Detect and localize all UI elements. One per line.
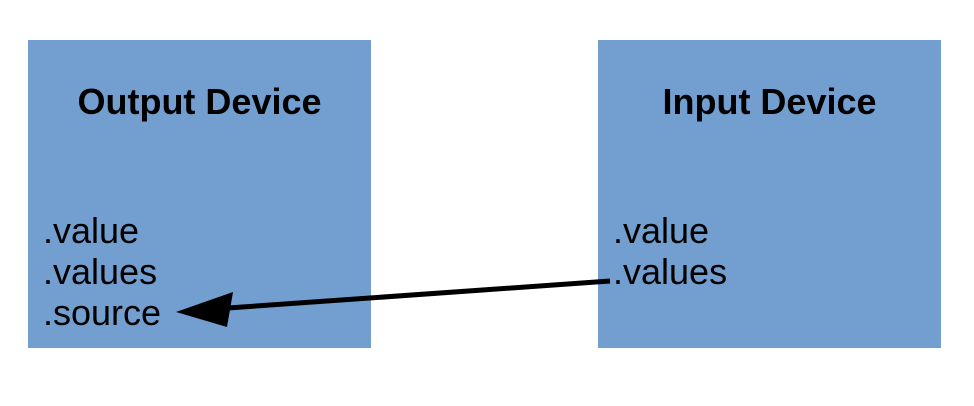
output-device-properties: .value.values.source bbox=[43, 210, 161, 333]
property-label: .values bbox=[613, 251, 728, 292]
input-device-title: Input Device bbox=[662, 81, 877, 122]
property-label: .value bbox=[613, 210, 710, 251]
output-device-title: Output Device bbox=[77, 81, 322, 122]
input-device-box: Input Device .value.values bbox=[598, 40, 941, 348]
property-label: .value bbox=[43, 210, 140, 251]
output-device-box: Output Device .value.values.source bbox=[28, 40, 371, 348]
property-label: .source bbox=[43, 292, 162, 333]
property-label: .values bbox=[43, 251, 158, 292]
input-device-properties: .value.values bbox=[613, 210, 727, 292]
